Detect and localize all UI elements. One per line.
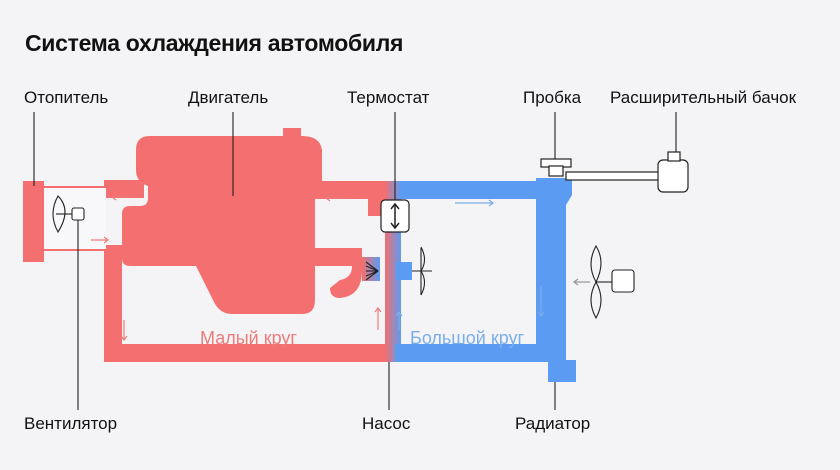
heater-body xyxy=(23,181,44,262)
label-expansion-tank: Расширительный бачок xyxy=(610,88,797,107)
label-heater: Отопитель xyxy=(24,88,109,107)
label-radiator: Радиатор xyxy=(515,414,591,433)
radiator-body xyxy=(536,178,576,382)
engine xyxy=(122,128,362,314)
overflow-hose xyxy=(565,151,689,193)
small-circuit-label: Малый круг xyxy=(200,328,297,348)
label-cap: Пробка xyxy=(523,88,582,107)
air-flow-arrow xyxy=(573,278,590,286)
thermostat xyxy=(380,199,410,233)
label-thermostat: Термостат xyxy=(347,88,430,107)
pump-impeller-icon xyxy=(365,246,432,296)
label-pump: Насос xyxy=(362,414,411,433)
callout-lines xyxy=(33,112,677,410)
radiator-cap xyxy=(540,158,572,177)
large-circuit-arrows xyxy=(395,199,545,330)
label-fan: Вентилятор xyxy=(24,414,118,433)
pump-outlet xyxy=(396,262,412,280)
large-circuit-label: Большой круг xyxy=(410,328,525,348)
pump-housing xyxy=(362,257,380,281)
small-circuit-arrows xyxy=(91,193,382,341)
label-engine: Двигатель xyxy=(188,88,269,107)
diagram-title: Система охлаждения автомобиля xyxy=(25,30,404,56)
radiator-fan-icon xyxy=(590,244,635,320)
large-circuit-pipes xyxy=(395,178,576,382)
